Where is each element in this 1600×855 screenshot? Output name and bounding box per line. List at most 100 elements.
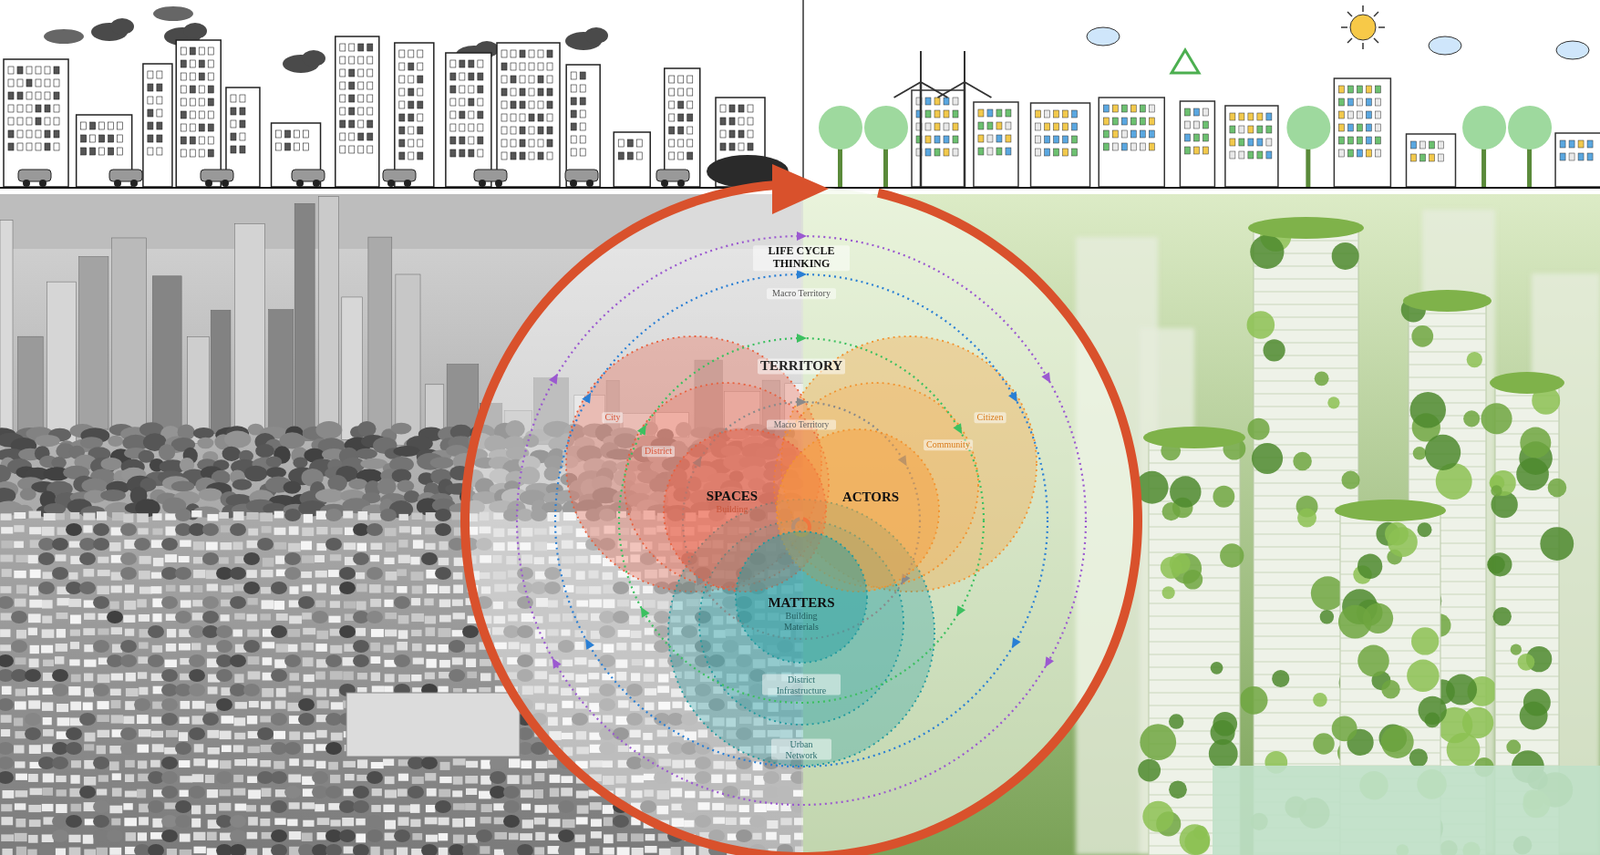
house-roof xyxy=(328,803,340,811)
house-roof xyxy=(27,687,39,696)
house-roof xyxy=(219,833,231,842)
tree-canopy xyxy=(188,654,206,668)
tree-canopy xyxy=(38,581,55,595)
house-roof xyxy=(494,849,505,855)
tree-canopy xyxy=(51,456,67,469)
house-roof xyxy=(562,819,576,828)
house-roof xyxy=(424,672,435,681)
house-roof xyxy=(13,744,24,754)
tree-canopy xyxy=(243,640,260,653)
tree-canopy xyxy=(557,800,575,814)
house-roof xyxy=(70,701,82,712)
house-roof xyxy=(123,716,135,725)
house-roof xyxy=(41,804,54,812)
foliage xyxy=(1424,434,1461,471)
house-roof xyxy=(330,585,341,595)
tower xyxy=(112,237,147,431)
house-roof xyxy=(151,716,162,724)
house-roof xyxy=(29,587,39,597)
house-roof xyxy=(384,673,395,682)
house-roof xyxy=(358,511,369,521)
tree-canopy xyxy=(24,712,42,726)
house-roof xyxy=(315,600,326,609)
house-roof xyxy=(28,555,39,564)
house-roof xyxy=(440,762,451,771)
house-roof xyxy=(70,615,82,625)
house-roof xyxy=(424,773,436,781)
house-roof xyxy=(246,848,258,855)
house-roof xyxy=(165,730,178,738)
house-roof xyxy=(273,761,285,770)
tree-canopy xyxy=(352,844,370,855)
tree-canopy xyxy=(79,785,96,799)
house-roof xyxy=(659,848,671,855)
tower xyxy=(152,276,182,440)
house-roof xyxy=(260,805,271,812)
house-roof xyxy=(152,743,165,753)
house-roof xyxy=(136,789,146,799)
house-roof xyxy=(98,658,109,666)
house-roof xyxy=(110,689,122,696)
house-roof xyxy=(481,804,493,813)
house-roof xyxy=(301,555,315,564)
house-roof xyxy=(425,627,436,637)
house-roof xyxy=(191,510,202,517)
house-roof xyxy=(480,816,492,824)
house-roof xyxy=(70,641,80,650)
house-roof xyxy=(370,513,382,521)
house-roof xyxy=(371,672,381,682)
house-roof xyxy=(246,512,259,520)
house-roof xyxy=(246,569,257,579)
floor-line xyxy=(1148,463,1240,465)
house-roof xyxy=(330,645,342,654)
tree-canopy xyxy=(175,815,192,828)
house-roof xyxy=(370,543,382,550)
house-roof xyxy=(534,789,544,799)
foliage xyxy=(1297,508,1317,528)
house-roof xyxy=(41,834,54,843)
tree-canopy xyxy=(257,727,274,741)
tree-canopy xyxy=(377,478,397,496)
house-roof xyxy=(138,804,149,814)
house-roof xyxy=(576,790,589,798)
house-roof xyxy=(207,759,219,768)
house-roof xyxy=(508,758,521,768)
house-roof xyxy=(330,819,341,826)
house-roof xyxy=(28,613,42,623)
house-roof xyxy=(82,628,95,636)
house-roof xyxy=(206,832,217,841)
floor-line xyxy=(1148,603,1240,605)
house-roof xyxy=(83,743,94,751)
house-roof xyxy=(0,714,12,723)
house-roof xyxy=(191,818,201,828)
house-roof xyxy=(371,788,382,796)
house-roof xyxy=(83,776,96,786)
tree-canopy xyxy=(434,567,452,580)
house-roof xyxy=(0,629,11,638)
house-roof xyxy=(384,789,397,798)
tree-canopy xyxy=(0,771,14,785)
house-roof xyxy=(235,701,248,710)
house-roof xyxy=(136,513,149,523)
house-roof xyxy=(314,804,325,812)
tower xyxy=(210,309,231,434)
tree-canopy xyxy=(391,423,413,435)
floor-line xyxy=(1148,692,1240,694)
house-roof xyxy=(192,715,205,724)
house-roof xyxy=(385,571,398,581)
house-roof xyxy=(207,747,220,755)
house-roof xyxy=(426,584,438,594)
tree-canopy xyxy=(161,756,178,770)
house-roof xyxy=(602,847,615,855)
house-roof xyxy=(438,817,450,826)
house-roof xyxy=(357,759,368,768)
house-roof xyxy=(289,732,300,741)
house-roof xyxy=(83,659,96,667)
house-roof xyxy=(29,526,42,535)
house-roof xyxy=(137,760,147,769)
house-roof xyxy=(534,846,545,855)
house-roof xyxy=(289,846,300,855)
tree-canopy xyxy=(193,427,215,440)
house-roof xyxy=(166,629,176,638)
house-roof xyxy=(259,715,271,723)
